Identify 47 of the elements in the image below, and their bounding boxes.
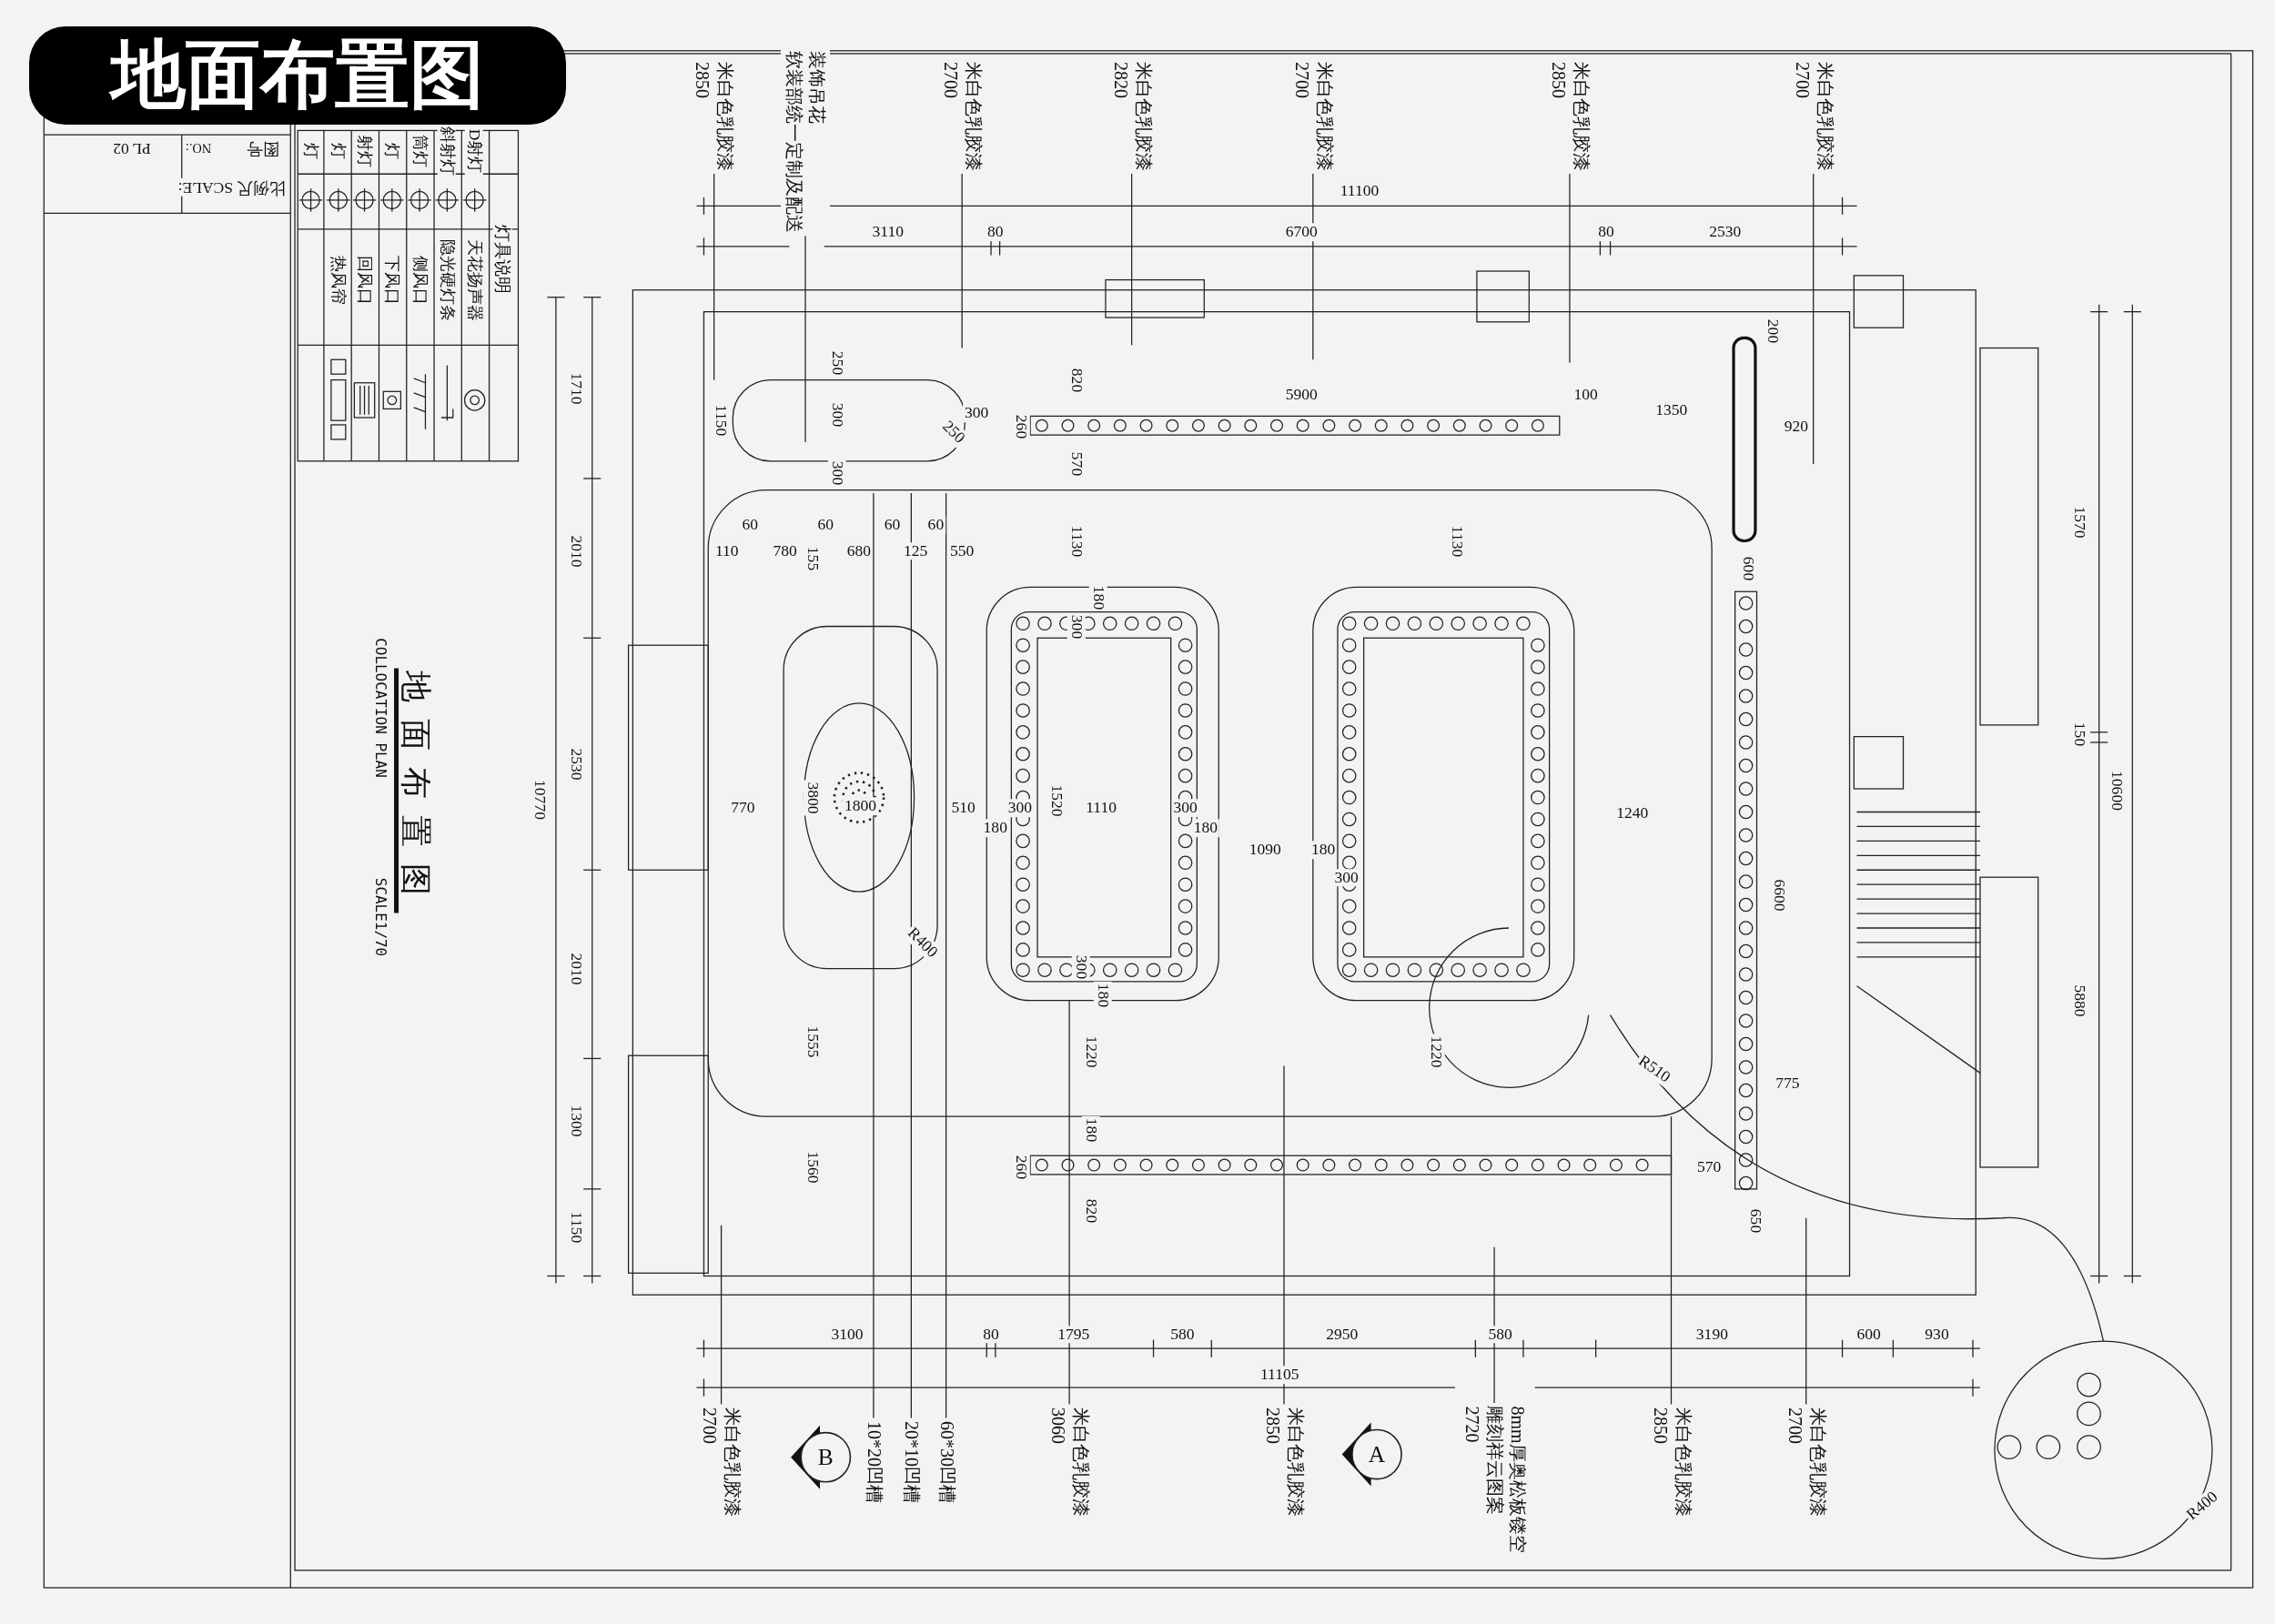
leader-line [1805, 1217, 1807, 1406]
dimension-text: 1795 [1056, 1326, 1092, 1344]
leader-line [1813, 172, 1815, 465]
leader-line [804, 235, 806, 443]
dimension-text: 180 [1082, 1115, 1100, 1145]
legend-text: 筒灯 [410, 132, 429, 169]
legend-text: D射灯 [465, 126, 484, 176]
leader-line [713, 172, 715, 381]
dimension-text: 300 [1067, 612, 1086, 641]
legend-text: 天花扬声器 [465, 237, 484, 323]
leader-line [873, 492, 875, 1419]
dimension-text: 11105 [1259, 1366, 1301, 1385]
leader-line [945, 492, 947, 1419]
dimension-text: 300 [962, 404, 991, 423]
legend-text: 灯 [382, 140, 401, 161]
section-letter: B [816, 1445, 834, 1471]
dimension-text: 300 [1072, 953, 1090, 982]
title-block-text: 图号 [244, 138, 281, 157]
dimension-text: 1800 [842, 797, 878, 816]
legend-text: 灯 [301, 140, 319, 161]
dimension-text: 60 [925, 516, 946, 534]
leader-line [1068, 1000, 1070, 1406]
legend-text: 灯 [329, 140, 348, 161]
leader-line [1312, 172, 1314, 360]
title-banner: 地面布置图 [29, 26, 566, 125]
leader-line [1569, 172, 1571, 364]
legend-text: 射灯 [355, 132, 373, 169]
leader-line [961, 172, 963, 349]
dimension-text: 300 [1171, 799, 1199, 817]
leader-line [1130, 172, 1133, 346]
dimension-text: 180 [1089, 583, 1107, 611]
leader-line [720, 1225, 723, 1406]
legend-text: 斜射灯 [438, 124, 456, 177]
plan-title: 地面布置图 [394, 668, 433, 913]
dimension-text: 300 [1006, 799, 1034, 817]
dimension-text: 6700 [1283, 223, 1320, 241]
leader-line [1283, 1064, 1285, 1406]
section-letter: A [1367, 1442, 1387, 1468]
dimension-text: 580 [1486, 1326, 1514, 1344]
dimension-text: 300 [1332, 868, 1360, 887]
legend-text: 热风帘 [329, 253, 348, 307]
leader-line [1493, 1246, 1495, 1404]
dimension-text: 300 [828, 459, 846, 487]
leader-line [910, 492, 912, 1419]
leader-line [1670, 1115, 1673, 1406]
dimension-text: 180 [1191, 819, 1220, 838]
dimension-text: 180 [1093, 981, 1112, 1009]
